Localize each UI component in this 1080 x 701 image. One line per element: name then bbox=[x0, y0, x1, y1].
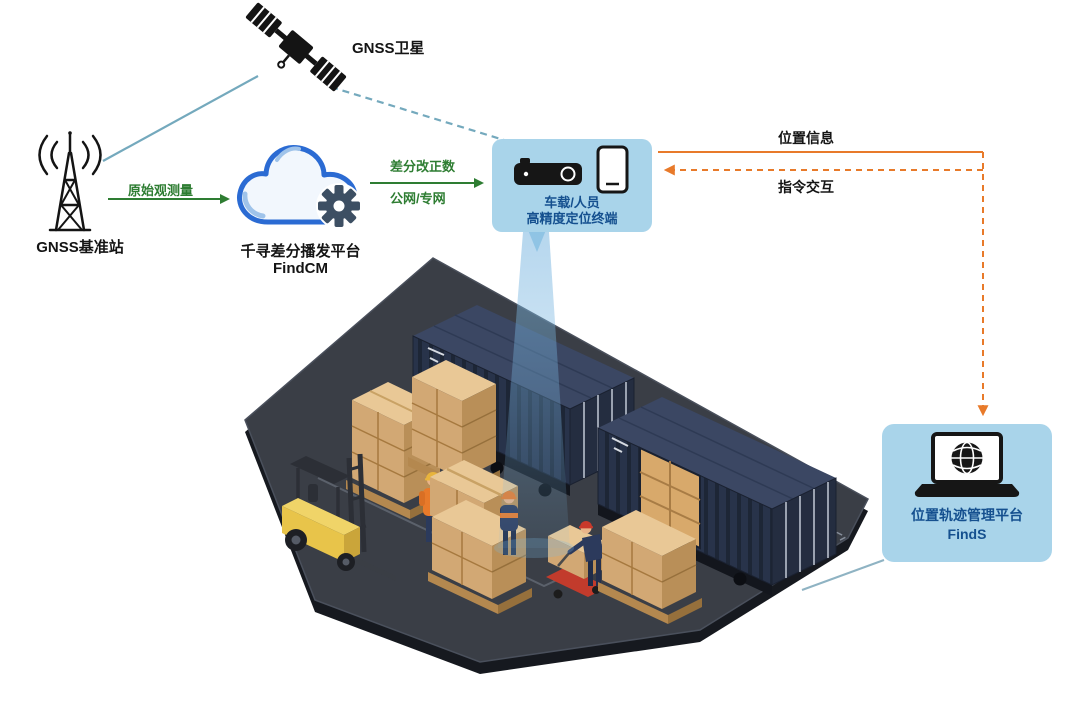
link-satellite-terminal bbox=[330, 85, 505, 142]
gnss-satellite-icon bbox=[245, 2, 347, 92]
link-satellite-basestation bbox=[102, 75, 259, 162]
terminal-label-line2: 高精度定位终端 bbox=[526, 211, 618, 226]
correction-label-line1: 差分改正数 bbox=[390, 159, 456, 174]
laptop-globe-icon bbox=[914, 432, 1020, 497]
forklift bbox=[282, 453, 396, 581]
telematics-device-icon bbox=[514, 158, 582, 185]
platform-label-line2: FindS bbox=[947, 526, 987, 542]
cloud-platform-label: 千寻差分播发平台 bbox=[240, 243, 361, 260]
platform-label-line1: 位置轨迹管理平台 bbox=[911, 507, 1023, 523]
terminal-icons bbox=[514, 145, 629, 194]
platform-icon bbox=[914, 432, 1020, 497]
pallet-stack bbox=[598, 510, 702, 624]
smartphone-icon bbox=[596, 145, 629, 194]
terminal-label-line1: 车载/人员 bbox=[544, 195, 600, 210]
correction-label-line2: 公网/专网 bbox=[390, 191, 446, 206]
command-interaction-label: 指令交互 bbox=[778, 179, 834, 195]
satellite-label: GNSS卫星 bbox=[352, 40, 425, 57]
positioning-beam bbox=[494, 230, 574, 558]
position-info-label: 位置信息 bbox=[778, 130, 834, 146]
platform-leader-line bbox=[801, 559, 885, 591]
raw-observation-label: 原始观测量 bbox=[128, 183, 194, 198]
gear-icon bbox=[316, 183, 362, 229]
base-station-label: GNSS基准站 bbox=[36, 239, 124, 256]
cloud-platform-name: FindCM bbox=[273, 260, 328, 277]
worker bbox=[557, 521, 604, 586]
radio-tower-icon bbox=[38, 131, 102, 232]
terminal-panel: 车载/人员 高精度定位终端 bbox=[492, 139, 652, 232]
platform-panel: 位置轨迹管理平台 FindS bbox=[882, 424, 1052, 562]
